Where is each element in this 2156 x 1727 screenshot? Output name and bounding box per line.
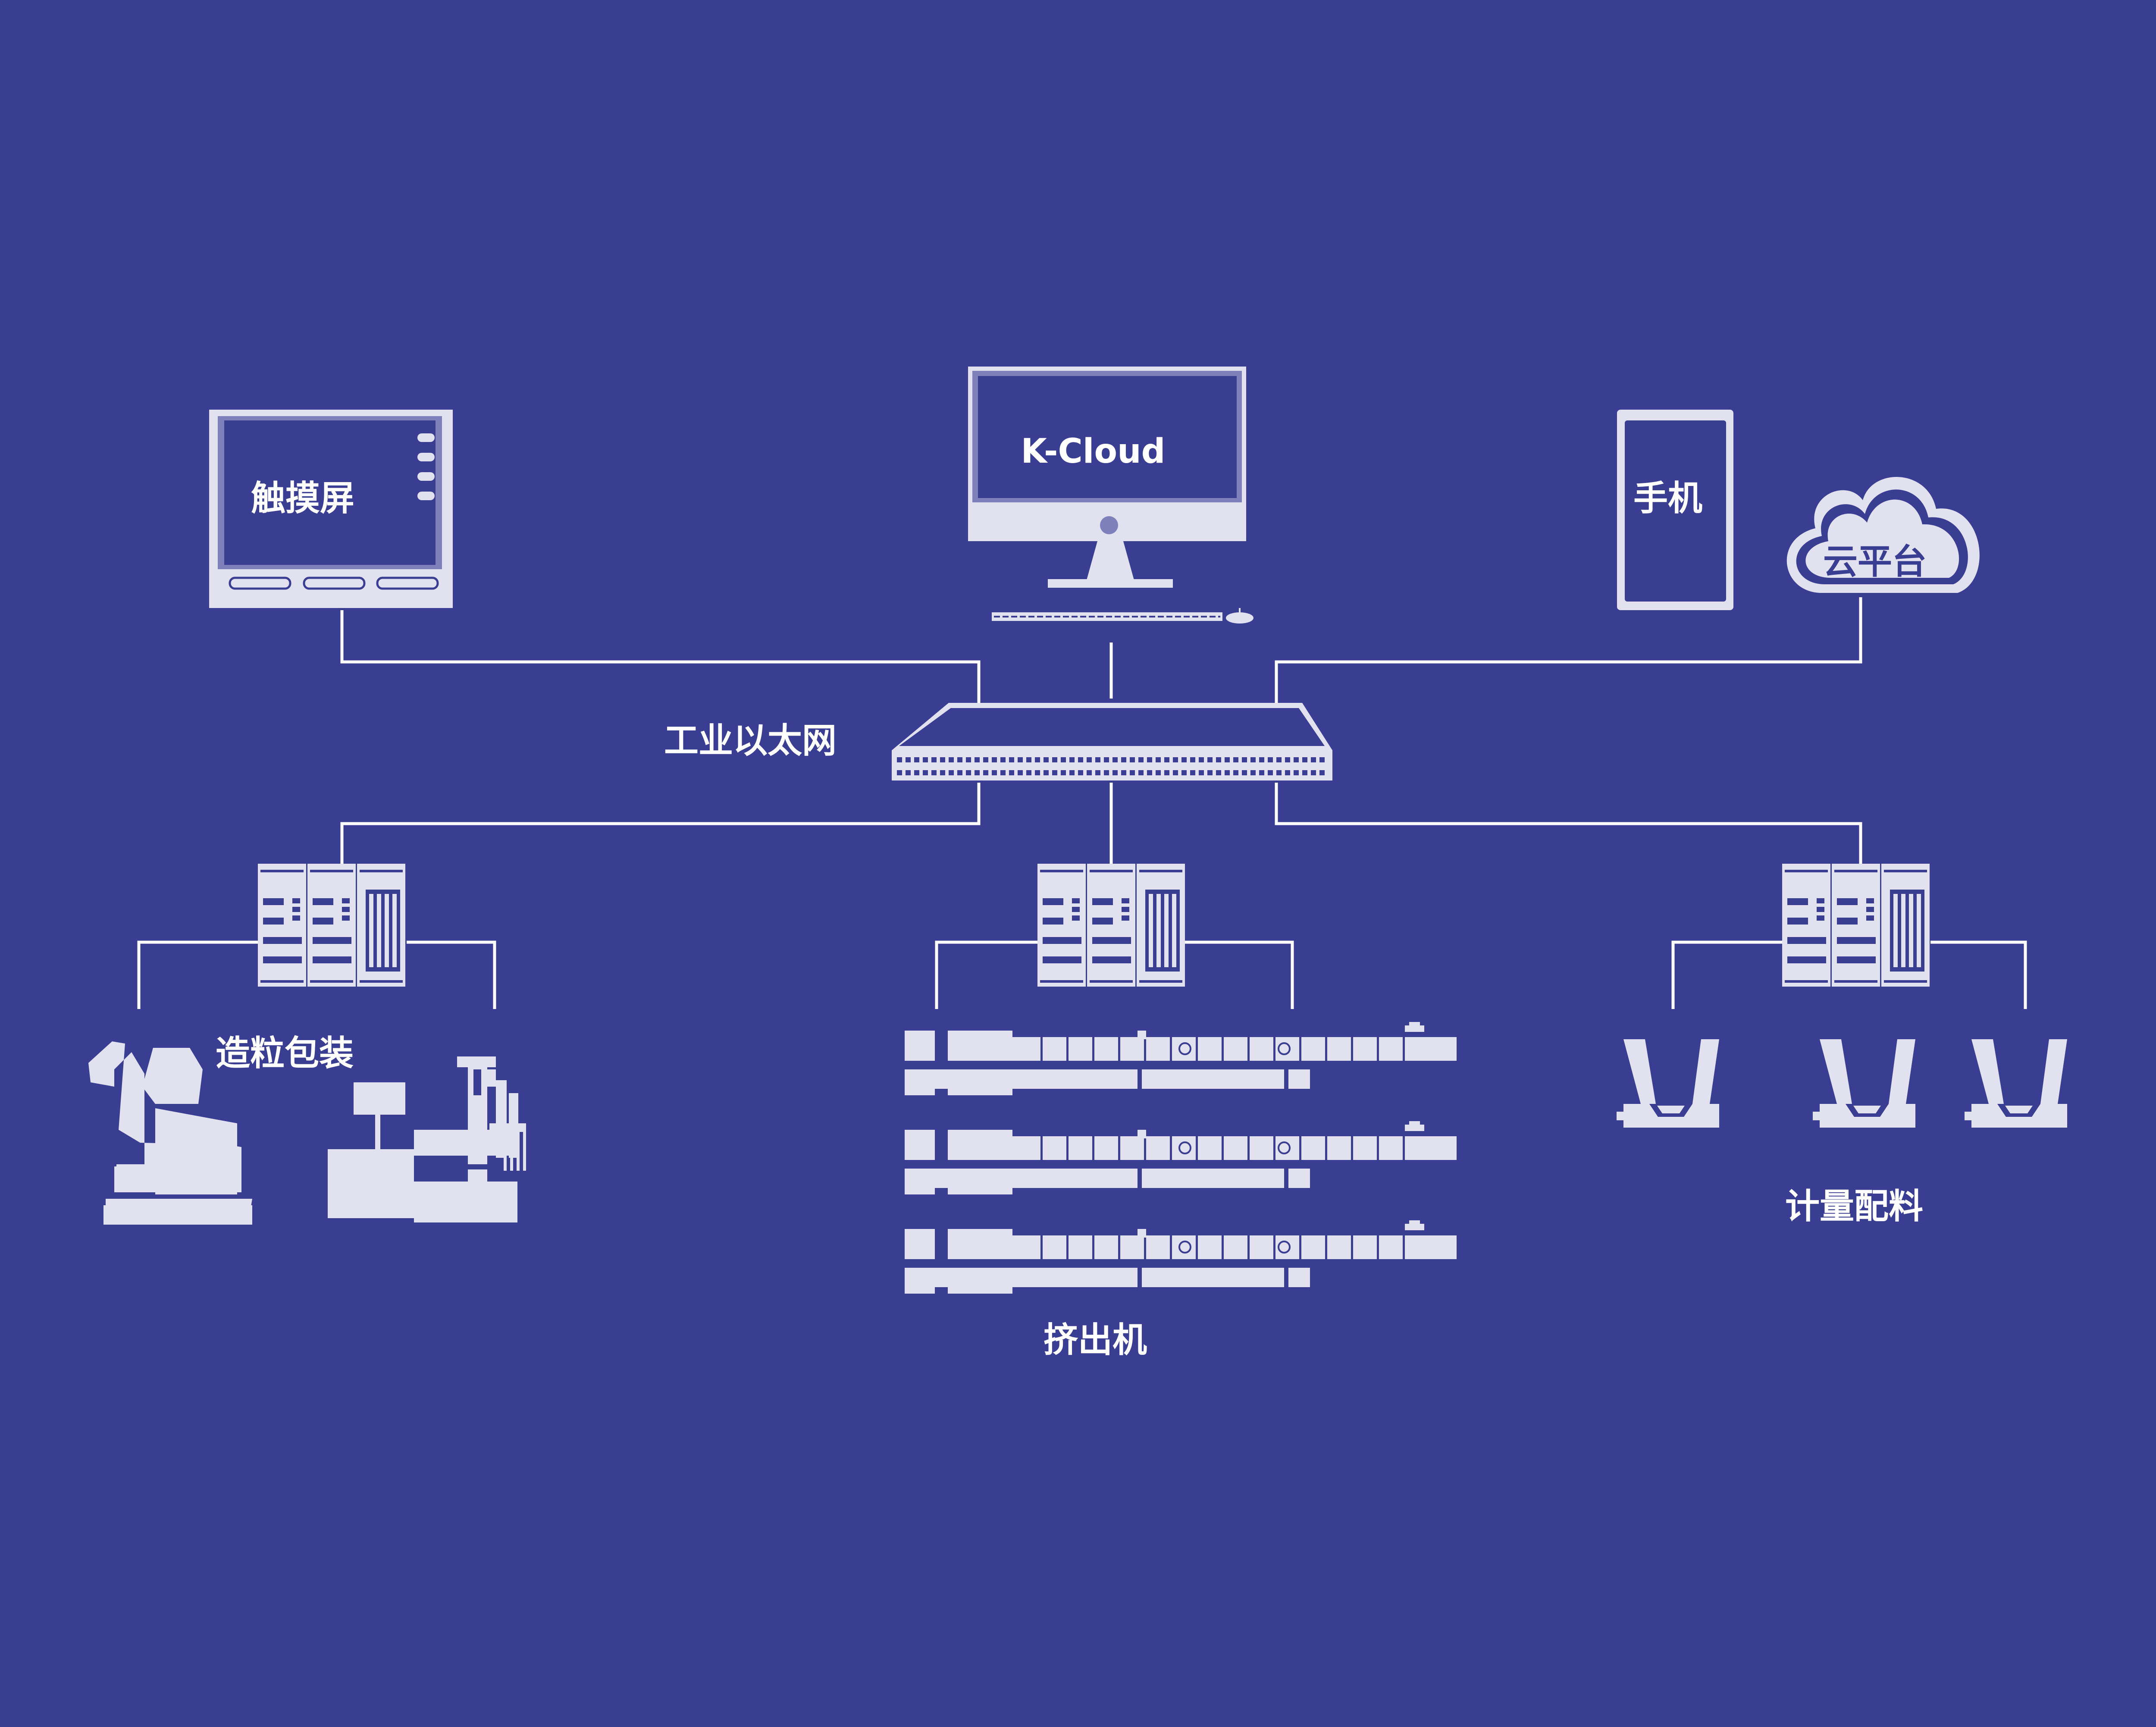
packaging-label: 造粒包装 <box>216 1033 354 1073</box>
touchscreen-icon <box>209 410 453 608</box>
hopper-icon <box>1965 1039 2067 1128</box>
phone-icon <box>1617 410 1733 610</box>
extruder-icon <box>904 1120 1457 1195</box>
plc-rack-icon <box>258 864 405 987</box>
extruder-icon <box>904 1219 1457 1294</box>
robot-arm-icon <box>88 1041 252 1225</box>
extruder-label: 挤出机 <box>1044 1320 1147 1360</box>
hopper-icon <box>1617 1039 1719 1128</box>
plc-rack-icon <box>1782 864 1930 987</box>
network-label: 工业以太网 <box>664 721 837 761</box>
hopper-icon <box>1813 1039 1915 1128</box>
connection-lines <box>137 597 2027 1009</box>
dosing-label: 计量配料 <box>1785 1186 1923 1226</box>
computer-label: K-Cloud <box>1021 432 1166 471</box>
touchscreen-label: 触摸屏 <box>251 478 354 518</box>
cloud-label: 云平台 <box>1823 542 1927 582</box>
phone-label: 手机 <box>1633 478 1702 518</box>
cloud-icon <box>1786 477 1980 593</box>
monitor-icon <box>968 367 1253 624</box>
plc-rack-icon <box>1037 864 1185 987</box>
extruder-icon <box>904 1021 1457 1096</box>
packaging-machine-icon <box>328 1056 526 1222</box>
network-switch-icon <box>892 703 1332 780</box>
